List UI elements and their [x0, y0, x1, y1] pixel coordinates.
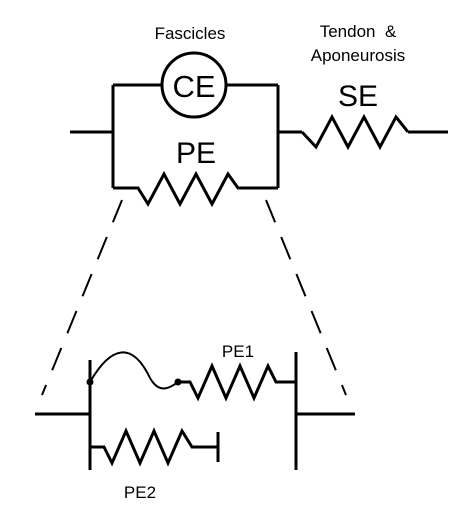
se-label: SE [338, 80, 378, 113]
ce-contractile-element [160, 51, 228, 119]
tendon-label-line1: Tendon & [320, 22, 397, 41]
tendon-label-line2: Aponeurosis [311, 46, 406, 65]
pe1-spring [178, 362, 296, 402]
zoom-guide-left [41, 199, 123, 396]
zoom-guide-right [265, 199, 347, 396]
slack-curve-start-node [86, 378, 94, 386]
slack-curve [89, 351, 179, 390]
upper-model [70, 51, 448, 208]
fascicles-label: Fascicles [155, 24, 226, 43]
pe1-label: PE1 [222, 342, 254, 361]
se-spring [300, 113, 410, 151]
pe2-spring [90, 427, 218, 467]
pe-spring [113, 170, 278, 208]
lower-model [35, 351, 355, 470]
pe2-label: PE2 [124, 483, 156, 502]
ce-label: CE [172, 69, 215, 104]
pe-label: PE [176, 137, 216, 170]
